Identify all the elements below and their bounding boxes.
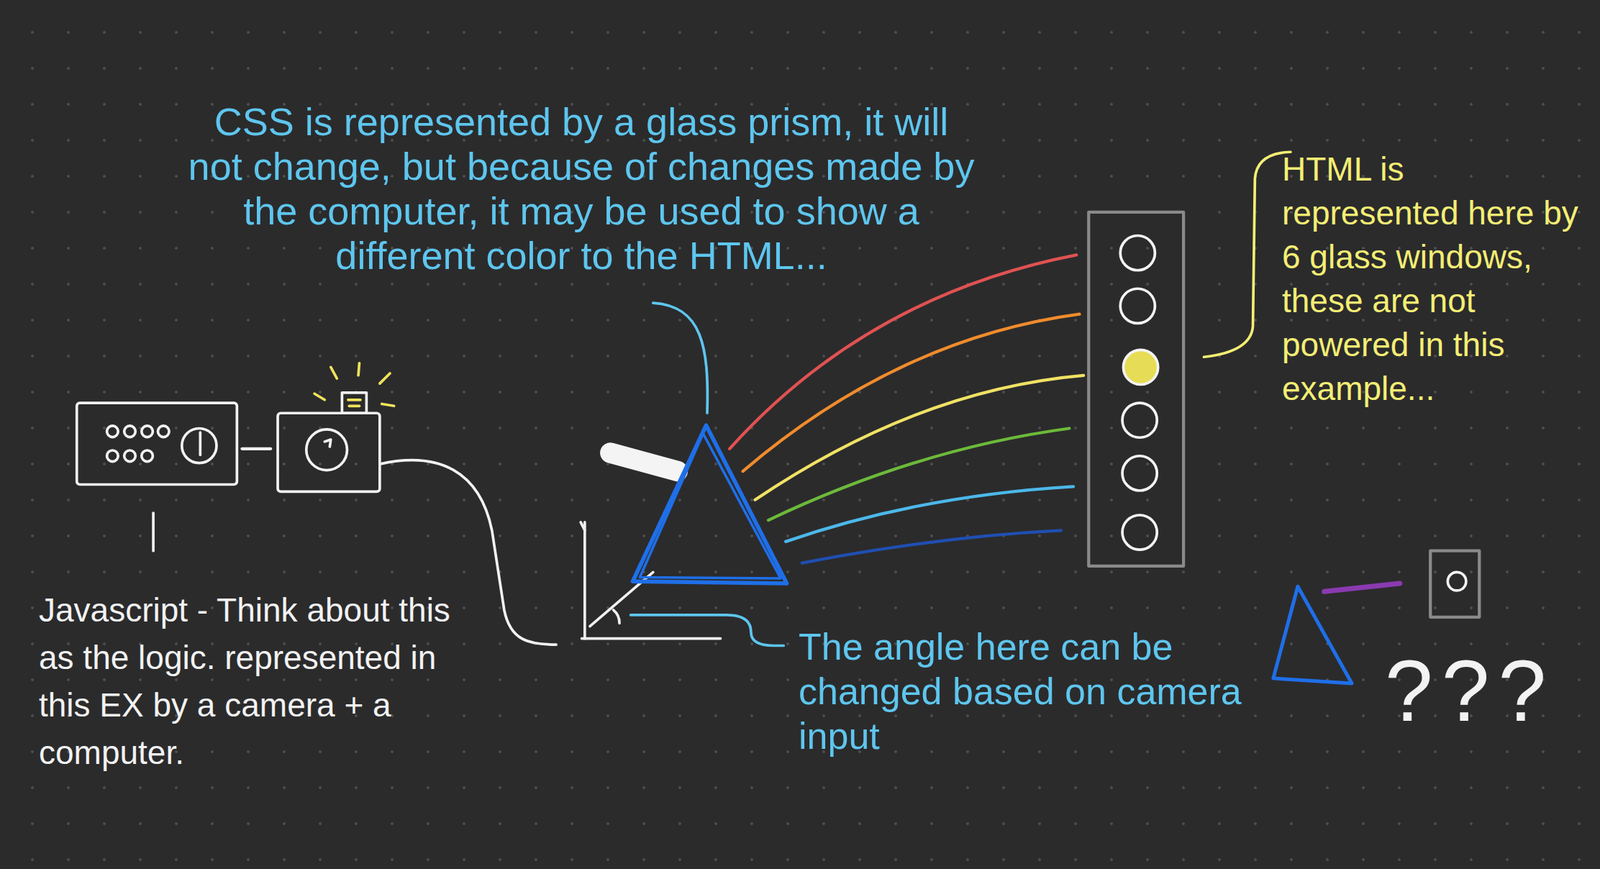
angle-arc	[613, 610, 621, 624]
javascript-note: Javascript - Think about this as the log…	[38, 586, 485, 777]
spectrum-ray	[755, 375, 1085, 500]
angle-note: The angle here can be changed based on c…	[798, 624, 1245, 759]
computer-button	[124, 450, 136, 462]
html-note: HTML is represented here by 6 glass wind…	[1282, 147, 1585, 411]
camera-lens	[306, 429, 348, 471]
mini-panel	[1430, 551, 1480, 618]
camera-symbol	[277, 392, 380, 493]
flash-glow	[348, 398, 361, 402]
glass-window	[1122, 515, 1157, 550]
prism-outline	[639, 433, 781, 579]
css-note: CSS is represented by a glass prism, it …	[185, 99, 977, 278]
glass-window	[1120, 235, 1155, 271]
computer-button	[107, 450, 119, 462]
computer-button	[141, 425, 154, 438]
question-marks: ???	[1384, 643, 1587, 738]
computer-dial-mark	[198, 432, 202, 455]
computer-body	[76, 402, 238, 485]
leader-line	[630, 615, 785, 647]
bracket	[1203, 151, 1291, 357]
computer-symbol	[76, 402, 238, 485]
window-panel	[1088, 212, 1184, 567]
angle-tick	[580, 522, 585, 531]
mini-window	[1447, 571, 1467, 591]
computer-dial	[182, 428, 217, 463]
mini-prism	[1273, 586, 1352, 684]
glass-window-lit	[1123, 349, 1158, 385]
computer-button	[107, 425, 119, 438]
flash-ray	[379, 373, 390, 384]
leader-line	[151, 512, 155, 551]
mini-ray	[1324, 583, 1400, 592]
computer-button	[157, 425, 170, 438]
panel-frame	[1088, 212, 1184, 567]
spectrum-ray	[802, 530, 1062, 563]
glass-window	[1122, 456, 1157, 491]
flash-glow	[348, 404, 359, 408]
spectrum	[729, 254, 1084, 563]
computer-button	[124, 425, 136, 438]
prism	[632, 425, 787, 584]
camera-body	[277, 412, 380, 492]
leader-line	[653, 302, 708, 413]
flash-ray	[314, 393, 325, 400]
flash-ray	[358, 363, 359, 376]
light-beam	[610, 453, 678, 472]
flash-ray	[330, 366, 338, 379]
glass-window	[1120, 288, 1155, 324]
flash-rays	[314, 363, 395, 407]
computer-button	[141, 450, 154, 462]
computer-camera-link	[241, 447, 271, 451]
spectrum-ray	[743, 314, 1080, 472]
prism-outline	[632, 425, 787, 584]
angle-axis	[583, 522, 587, 639]
camera-flash	[341, 392, 367, 413]
angle-axis	[582, 637, 721, 641]
flash-ray	[382, 403, 395, 406]
glass-window	[1122, 402, 1157, 438]
camera-lens-mark	[324, 439, 331, 447]
